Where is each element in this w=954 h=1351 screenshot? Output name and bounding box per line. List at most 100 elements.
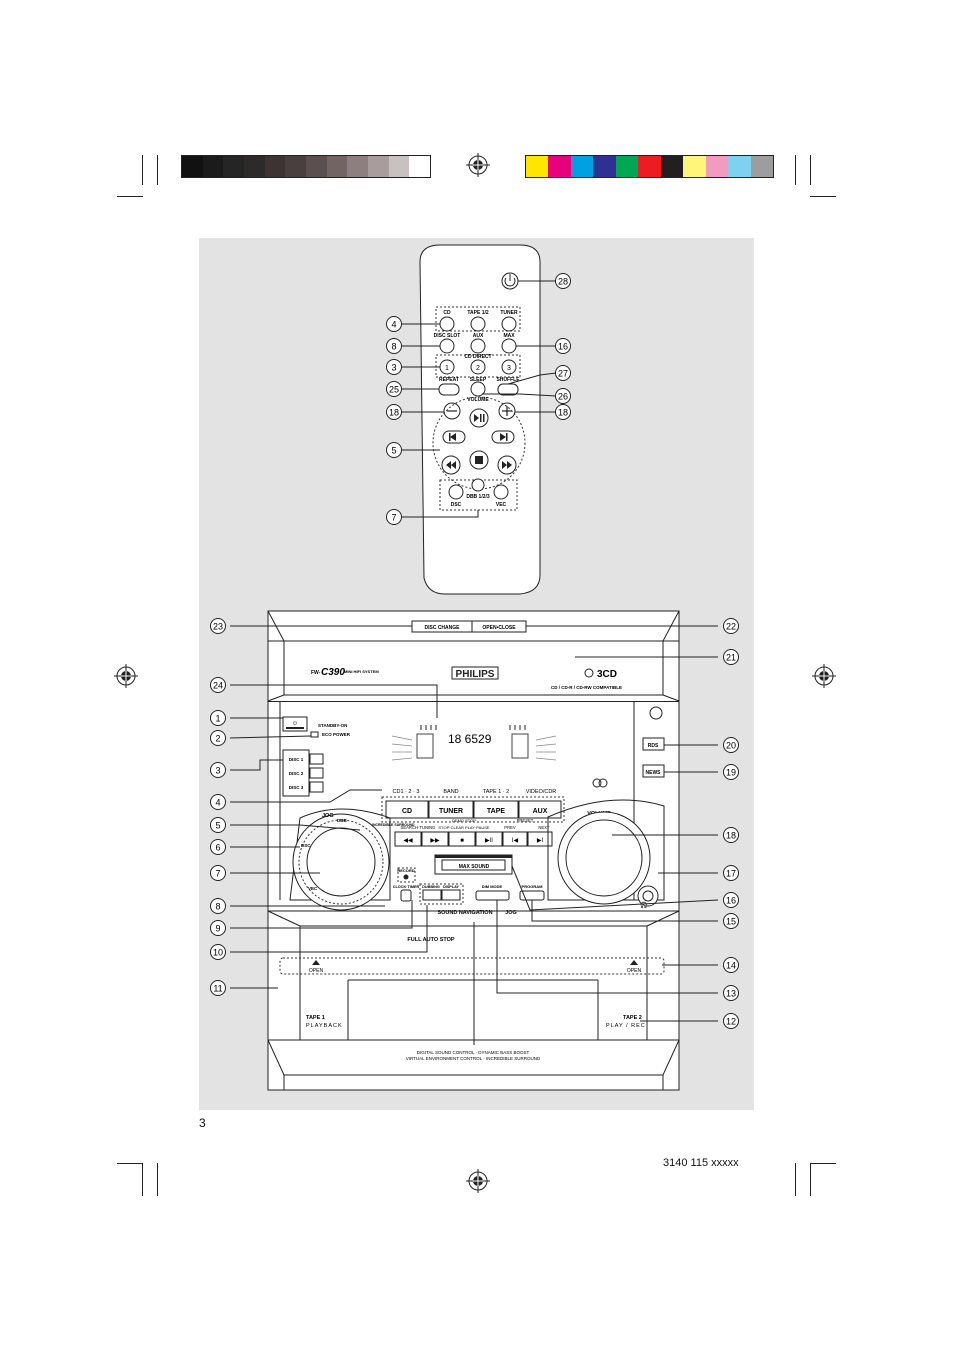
svg-text:TAPE 2: TAPE 2	[623, 1015, 642, 1021]
callout-number: 18	[726, 831, 736, 841]
callout-number: 28	[558, 277, 568, 287]
callout-marker	[555, 338, 571, 354]
svg-text:SEARCH·TUNING: SEARCH·TUNING	[401, 825, 436, 830]
callout-marker	[723, 892, 739, 908]
callout-number: 26	[558, 392, 568, 402]
crop-mark	[795, 155, 796, 185]
crop-mark	[157, 155, 158, 185]
crop-mark	[810, 1163, 811, 1196]
crop-mark	[810, 155, 811, 185]
svg-text:DISC 1: DISC 1	[289, 757, 304, 762]
svg-text:DISC 2: DISC 2	[289, 771, 304, 776]
callout-number: 25	[389, 385, 399, 395]
svg-text:INCREDIBLE SURROUND: INCREDIBLE SURROUND	[372, 823, 415, 827]
svg-text:RDS: RDS	[648, 743, 659, 749]
svg-text:FW-: FW-	[311, 670, 321, 676]
callout-number: 5	[215, 821, 220, 831]
callout-number: 2	[215, 734, 220, 744]
svg-text:PREV: PREV	[504, 825, 516, 830]
callout-number: 13	[726, 989, 736, 999]
svg-text:DISC 3: DISC 3	[289, 785, 304, 790]
svg-text:STOP·CLEAR PLAY·PAUSE: STOP·CLEAR PLAY·PAUSE	[438, 825, 489, 830]
callout-number: 18	[389, 408, 399, 418]
svg-text:DIM MODE: DIM MODE	[482, 884, 503, 889]
callout-number: 24	[213, 681, 223, 691]
disc2-button	[309, 767, 324, 779]
callout-number: 3	[391, 363, 396, 373]
callout-number: 22	[726, 622, 736, 632]
color-swatch	[182, 156, 203, 177]
open-label-right: OPEN	[627, 968, 642, 974]
svg-text:SOUND NAVIGATION: SOUND NAVIGATION	[437, 910, 492, 916]
display-panel: 18 6529	[391, 725, 557, 761]
svg-text:⏻: ⏻	[293, 721, 297, 727]
svg-text:STANDBY-ON: STANDBY-ON	[318, 723, 347, 728]
svg-text:TAPE 1: TAPE 1	[306, 1015, 325, 1021]
tuner-source-button	[428, 800, 474, 819]
registration-mark-icon	[812, 664, 836, 688]
remote-control: CD TAPE 1/2 TUNER DISC SLOT AUX MAX CD D…	[386, 244, 571, 595]
remote-volume-label: VOLUME	[467, 397, 489, 403]
remote-sleep-label: SLEEP	[470, 377, 487, 383]
callout-marker	[210, 730, 226, 746]
color-swatch	[526, 156, 549, 177]
callout-marker	[210, 794, 226, 810]
display-digits: 18 6529	[448, 732, 492, 746]
remote-sleep-button	[470, 381, 486, 397]
callout-number: 5	[391, 446, 396, 456]
callout-marker	[555, 404, 571, 420]
remote-repeat-label: REPEAT	[439, 377, 459, 383]
callout-marker	[555, 388, 571, 404]
svg-text:JOG: JOG	[505, 910, 517, 916]
callout-marker	[210, 710, 226, 726]
callout-number: 10	[213, 948, 223, 958]
color-swatch	[306, 156, 327, 177]
callout-number: 7	[215, 869, 220, 879]
remote-cd-direct-label: CD DIRECT	[464, 354, 491, 360]
remote-dbb-label: DBB 1/2/3	[466, 494, 490, 500]
play-pause-button	[475, 831, 503, 847]
color-swatch	[409, 156, 431, 177]
remote-tape-label: TAPE 1/2	[467, 310, 489, 316]
color-swatch	[593, 156, 616, 177]
next-button	[527, 831, 553, 847]
svg-text:MAX SOUND: MAX SOUND	[459, 864, 490, 870]
svg-text:■: ■	[460, 838, 464, 844]
forward-button	[421, 831, 449, 847]
callout-marker	[210, 865, 226, 881]
svg-text:DISC CHANGE: DISC CHANGE	[424, 625, 460, 631]
callout-marker	[210, 762, 226, 778]
callout-marker	[723, 827, 739, 843]
remote-vec-button	[493, 484, 509, 500]
callout-marker	[386, 359, 402, 375]
clock-timer-button	[400, 889, 412, 902]
dim-mode-button	[475, 890, 510, 901]
color-swatch	[223, 156, 245, 177]
svg-text:NEWS: NEWS	[646, 770, 662, 776]
svg-text:▶II: ▶II	[485, 838, 493, 844]
svg-text:CD: CD	[402, 808, 412, 815]
callout-number: 3	[215, 766, 220, 776]
callout-number: 17	[726, 869, 736, 879]
callout-number: 8	[215, 902, 220, 912]
color-swatch	[202, 156, 224, 177]
svg-text:JOG: JOG	[322, 813, 334, 819]
cd-logo-icon	[584, 668, 594, 678]
callout-number: 21	[726, 653, 736, 663]
callout-marker	[723, 1013, 739, 1029]
tape-source-button	[473, 800, 519, 819]
callout-marker	[386, 442, 402, 458]
callout-number: 12	[726, 1017, 736, 1027]
remote-max-button	[501, 338, 517, 354]
svg-text:ECO POWER: ECO POWER	[322, 732, 351, 737]
headphone-jack	[637, 885, 659, 907]
remote-tape-button	[470, 316, 486, 332]
page-number: 3	[199, 1116, 206, 1130]
headphone-icon: 🎧	[640, 901, 647, 909]
open-label-left: OPEN	[309, 968, 324, 974]
callout-marker	[555, 273, 571, 289]
callout-number: 14	[726, 961, 736, 971]
svg-text:VIDEO/CDR: VIDEO/CDR	[526, 789, 557, 795]
svg-text:BAND: BAND	[443, 789, 458, 795]
